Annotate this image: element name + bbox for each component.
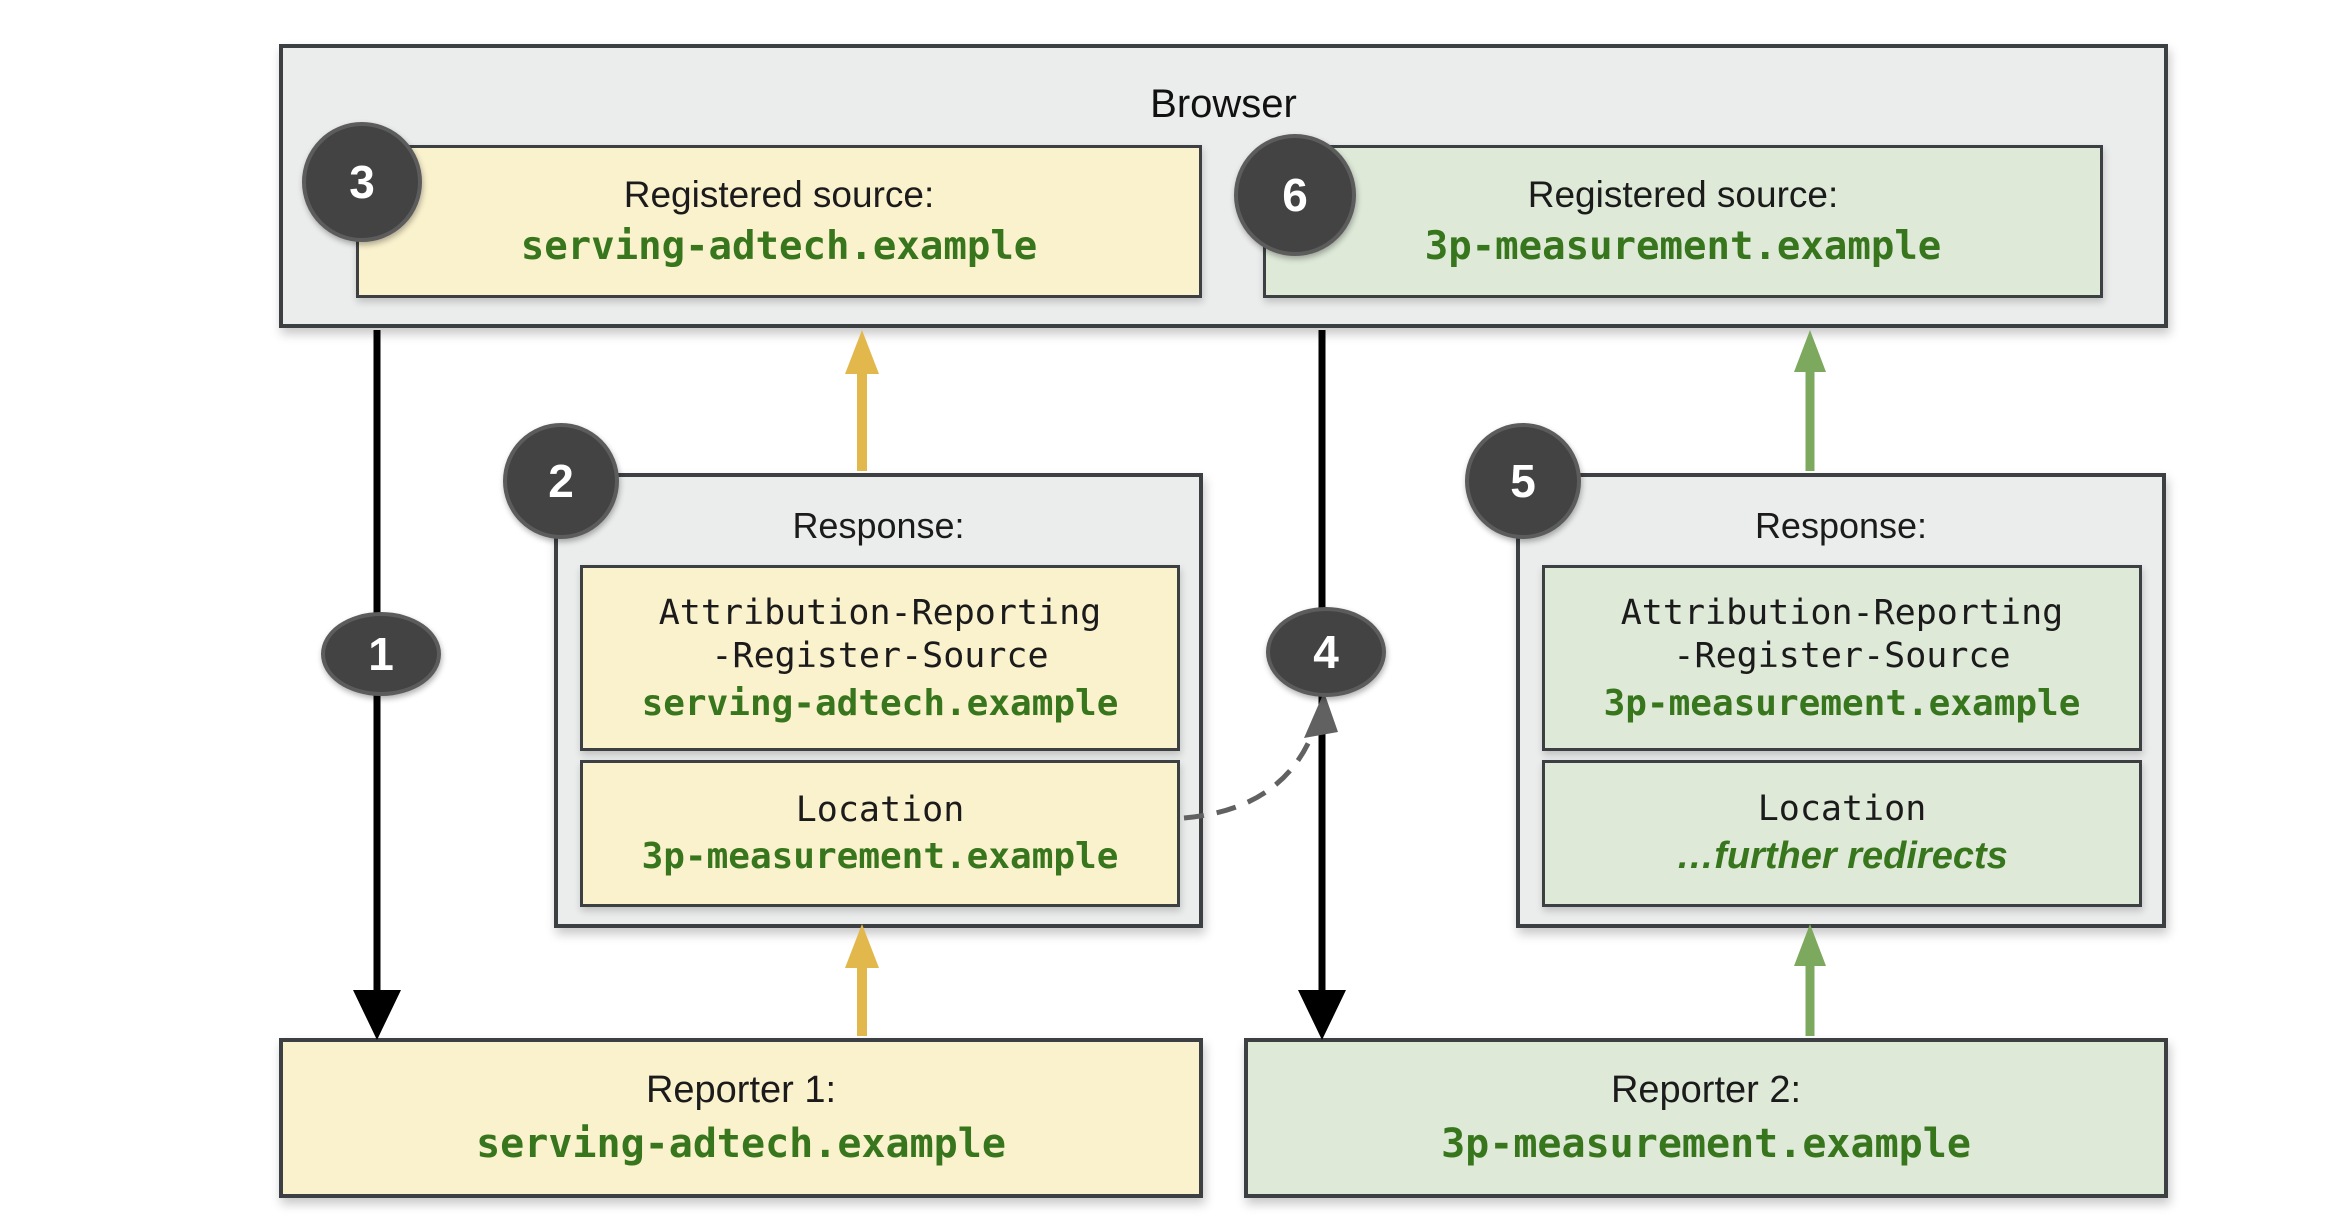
registered-source-2-label: Registered source:	[1527, 174, 1839, 215]
response-2-title: Response:	[1754, 505, 1928, 546]
response-box-1: Response: Attribution-Reporting -Registe…	[554, 473, 1203, 928]
arrow-4-head	[1298, 990, 1346, 1040]
response-2-header-line1: Attribution-Reporting	[1620, 592, 2064, 633]
response-box-2: Response: Attribution-Reporting -Registe…	[1516, 473, 2166, 928]
registered-source-1-label: Registered source:	[623, 174, 935, 215]
response-2-location-value: …further redirects	[1676, 835, 2008, 877]
reporter1-response-arrow-head	[845, 924, 879, 968]
response-2-header-line2: -Register-Source	[1673, 635, 2011, 676]
response-1-header-line1: Attribution-Reporting	[658, 592, 1102, 633]
response-1-header-value: serving-adtech.example	[641, 683, 1119, 725]
response-1-location-value: 3p-measurement.example	[641, 836, 1119, 877]
response-1-header-block: Attribution-Reporting -Register-Source s…	[580, 565, 1180, 751]
response-2-location-label: Location	[1757, 789, 1927, 829]
reporter-1-label: Reporter 1:	[645, 1069, 837, 1111]
registered-source-box-2: Registered source: 3p-measurement.exampl…	[1263, 145, 2103, 298]
reporter-box-1: Reporter 1: serving-adtech.example	[279, 1038, 1203, 1198]
browser-title: Browser	[1150, 82, 1297, 126]
response-1-location-label: Location	[795, 790, 965, 830]
redirect-dashed-curve	[1183, 701, 1325, 821]
step-badge-5: 5	[1465, 423, 1581, 539]
response-1-header-line2: -Register-Source	[711, 635, 1049, 676]
redirect-arrow-right-up-head	[1794, 330, 1826, 372]
reporter-1-domain: serving-adtech.example	[476, 1121, 1006, 1167]
registered-source-2-domain: 3p-measurement.example	[1424, 224, 1942, 269]
reporter-2-domain: 3p-measurement.example	[1441, 1121, 1971, 1167]
step-badge-1: 1	[321, 612, 441, 696]
registered-source-box-1: Registered source: serving-adtech.exampl…	[356, 145, 1202, 298]
response-2-header-value: 3p-measurement.example	[1603, 683, 2081, 725]
step-badge-3: 3	[302, 122, 422, 242]
arrow-1-head	[353, 990, 401, 1040]
step-badge-2: 2	[503, 423, 619, 539]
step-badge-6: 6	[1234, 134, 1356, 256]
response-2-header-block: Attribution-Reporting -Register-Source 3…	[1542, 565, 2142, 751]
registered-source-1-domain: serving-adtech.example	[520, 224, 1038, 269]
reporter-box-2: Reporter 2: 3p-measurement.example	[1244, 1038, 2168, 1198]
redirect-arrow-left-up-head	[845, 330, 879, 374]
reporter-2-label: Reporter 2:	[1610, 1069, 1802, 1111]
response-2-location-block: Location …further redirects	[1542, 760, 2142, 907]
step-badge-4: 4	[1266, 607, 1386, 697]
reporter2-response-arrow-head	[1794, 924, 1826, 966]
response-1-location-block: Location 3p-measurement.example	[580, 760, 1180, 907]
redirect-dashed-curve-head	[1304, 692, 1338, 738]
response-1-title: Response:	[792, 505, 965, 546]
